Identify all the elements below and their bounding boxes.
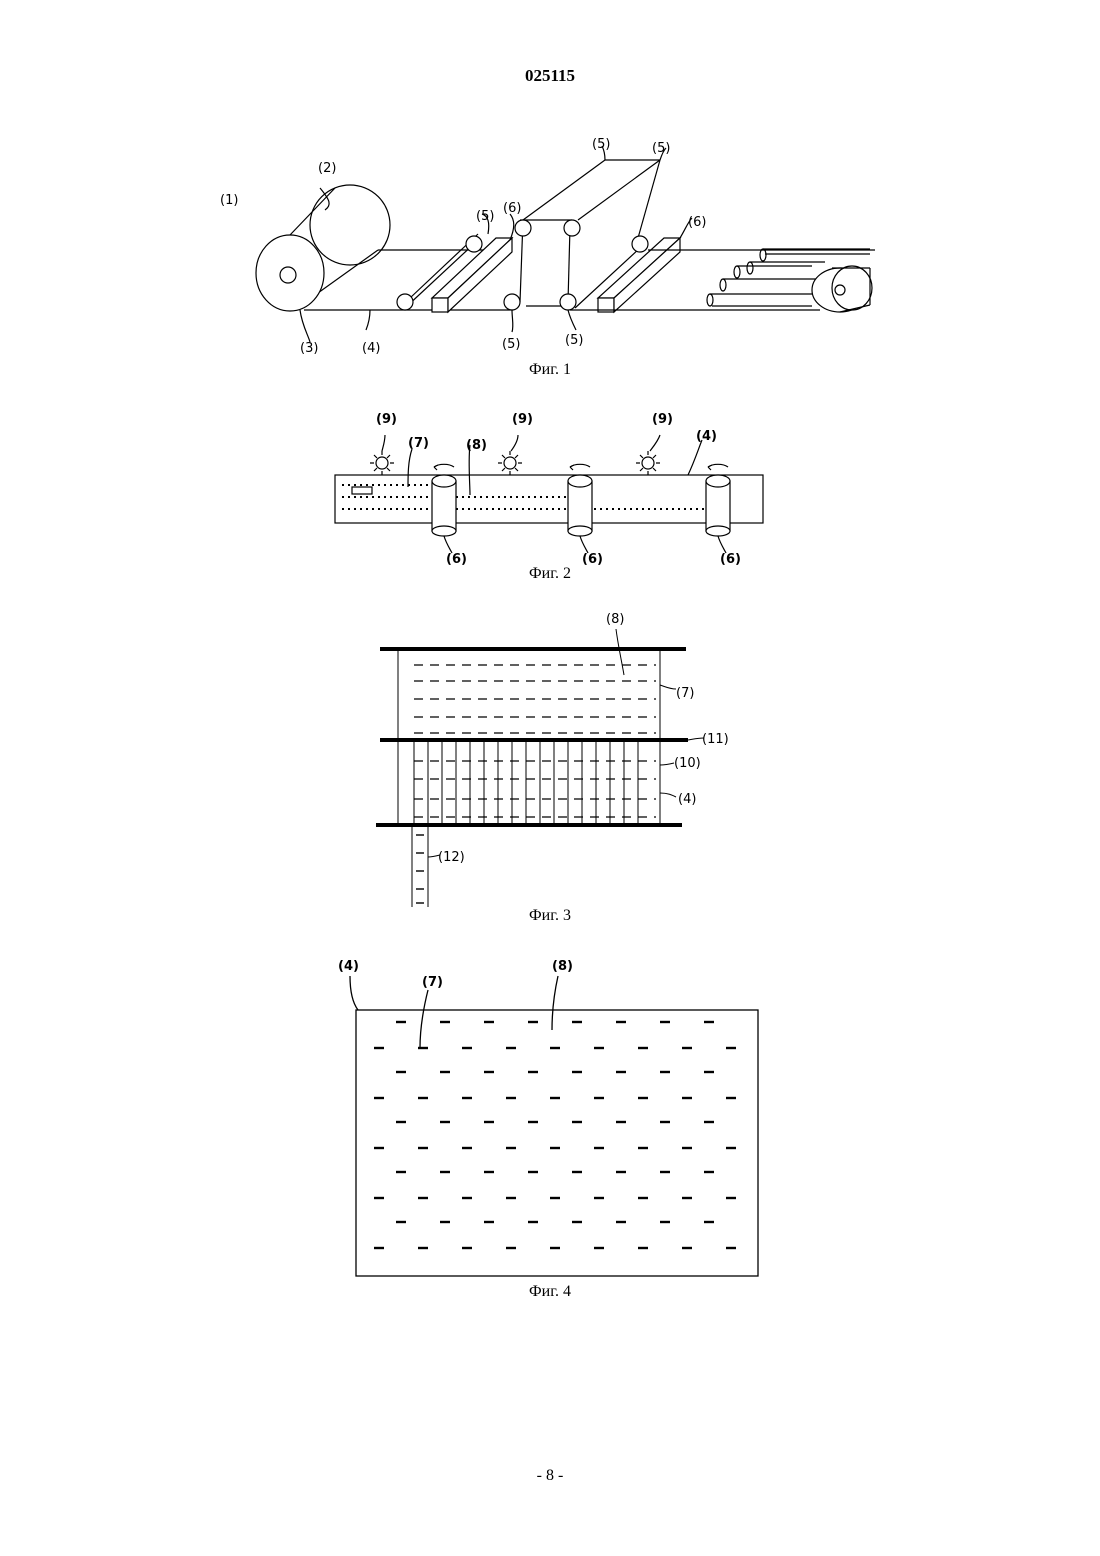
label-8: (8) [466, 438, 487, 453]
figure-3-drawing: (8) (7) (11) (10) (4) (12) [370, 605, 720, 910]
roller-3 [706, 475, 730, 536]
film-roll [256, 235, 324, 311]
label-4: (4) [338, 959, 359, 974]
figure-2-drawing: (9) (9) (9) (7) (8) (4) (6) (6) (6) [330, 405, 770, 565]
document-number: 025115 [0, 66, 1100, 86]
page-number: - 8 - [0, 1467, 1100, 1485]
figure-3-caption: Фиг. 3 [0, 907, 1100, 925]
label-12: (12) [438, 850, 465, 865]
label-6b: (6) [688, 215, 706, 230]
label-10: (10) [674, 756, 701, 771]
figure-2-caption: Фиг. 2 [0, 565, 1100, 583]
roller-1 [432, 475, 456, 536]
label-9b: (9) [512, 412, 533, 427]
label-7: (7) [676, 686, 694, 701]
light-source-2 [498, 451, 522, 475]
label-6a: (6) [503, 201, 521, 216]
film-strip [335, 475, 763, 523]
label-1: (1) [220, 193, 238, 208]
film-sheet [356, 1010, 758, 1276]
light-source-3 [636, 451, 660, 475]
label-5d: (5) [592, 137, 610, 152]
figure-1-caption: Фиг. 1 [0, 361, 1100, 379]
figure-4-drawing: (4) (7) (8) [330, 950, 770, 1285]
light-source-1 [370, 451, 394, 475]
label-5a: (5) [476, 209, 494, 224]
label-5c: (5) [565, 333, 583, 348]
label-4: (4) [696, 429, 717, 444]
label-9c: (9) [652, 412, 673, 427]
roller-2 [568, 475, 592, 536]
label-7: (7) [408, 436, 429, 451]
label-8: (8) [552, 959, 573, 974]
supply-roll [310, 185, 390, 265]
label-4: (4) [362, 341, 380, 356]
label-5e: (5) [652, 141, 670, 156]
label-3: (3) [300, 341, 318, 356]
figure-1-drawing: (1) (2) (3) (4) (5) (5) (5) (5) (5) (6) … [220, 130, 890, 360]
label-5b: (5) [502, 337, 520, 352]
label-2: (2) [318, 161, 336, 176]
label-11: (11) [702, 732, 729, 747]
figure-4-caption: Фиг. 4 [0, 1283, 1100, 1301]
label-7: (7) [422, 975, 443, 990]
label-8: (8) [606, 612, 624, 627]
label-4: (4) [678, 792, 696, 807]
label-9a: (9) [376, 412, 397, 427]
